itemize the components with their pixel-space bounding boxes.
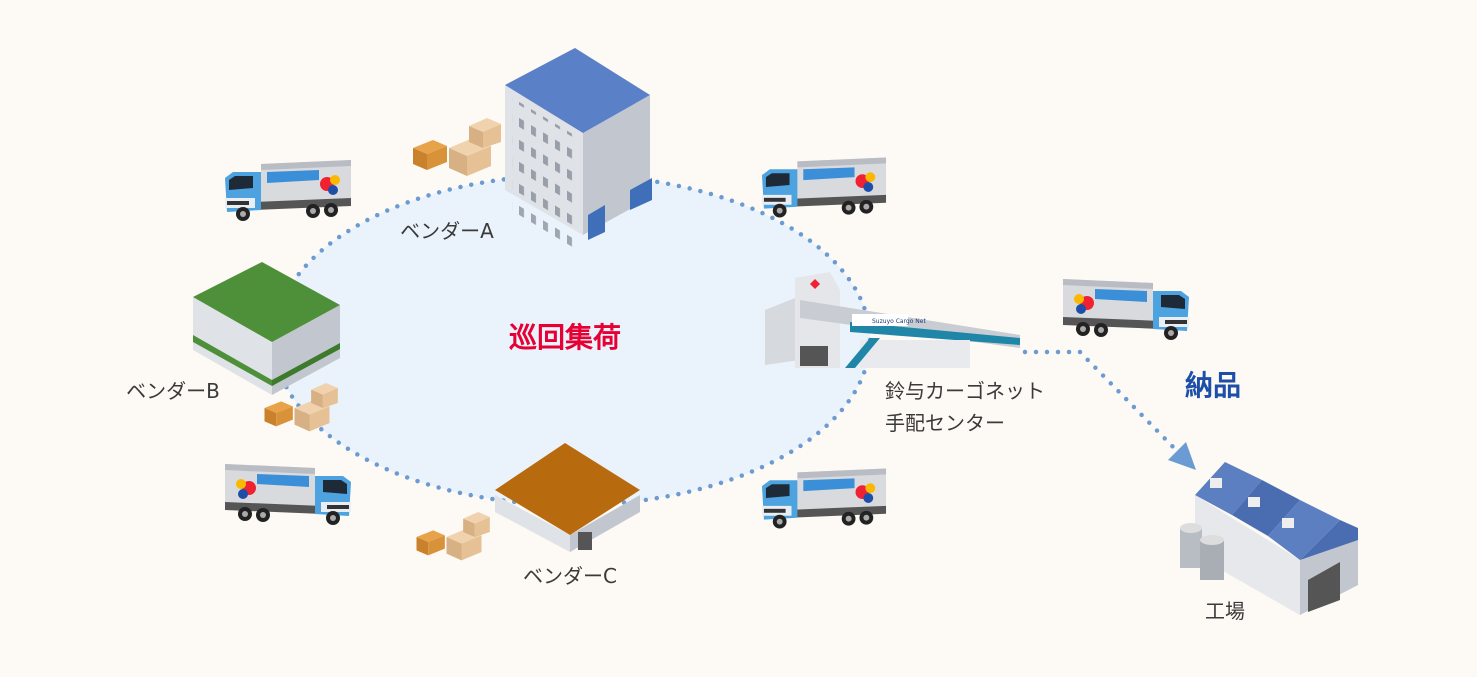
- cargo-net-center-building: Suzuyo Cargo Net: [765, 272, 1020, 368]
- factory-label: 工場: [1205, 599, 1245, 623]
- circuit-label: 巡回集荷: [509, 321, 621, 354]
- circuit-area: [274, 175, 870, 505]
- vendor-c-pallets: [416, 512, 490, 561]
- vendor-c-label: ベンダーC: [523, 564, 617, 588]
- truck-top-left: [225, 160, 351, 221]
- center-sign-text: Suzuyo Cargo Net: [872, 318, 926, 325]
- vendor-c-building: [495, 443, 640, 552]
- delivery-label: 納品: [1185, 369, 1241, 402]
- vendor-b-building: [193, 262, 340, 395]
- truck-bottom-left: [225, 464, 351, 525]
- vendor-a-pallets: [413, 118, 501, 176]
- vendor-a-building: [505, 48, 652, 258]
- truck-delivery: [1063, 279, 1189, 340]
- center-label-line1: 鈴与カーゴネット: [885, 379, 1045, 403]
- delivery-arrowhead-icon: [1168, 442, 1196, 470]
- delivery-route: [1022, 349, 1181, 455]
- truck-bottom-right: [761, 468, 887, 529]
- vendor-b-label: ベンダーB: [126, 379, 220, 403]
- truck-top-right: [761, 157, 887, 218]
- vendor-a-label: ベンダーA: [400, 219, 494, 243]
- factory-building: [1180, 462, 1358, 615]
- center-label-line2: 手配センター: [885, 411, 1005, 435]
